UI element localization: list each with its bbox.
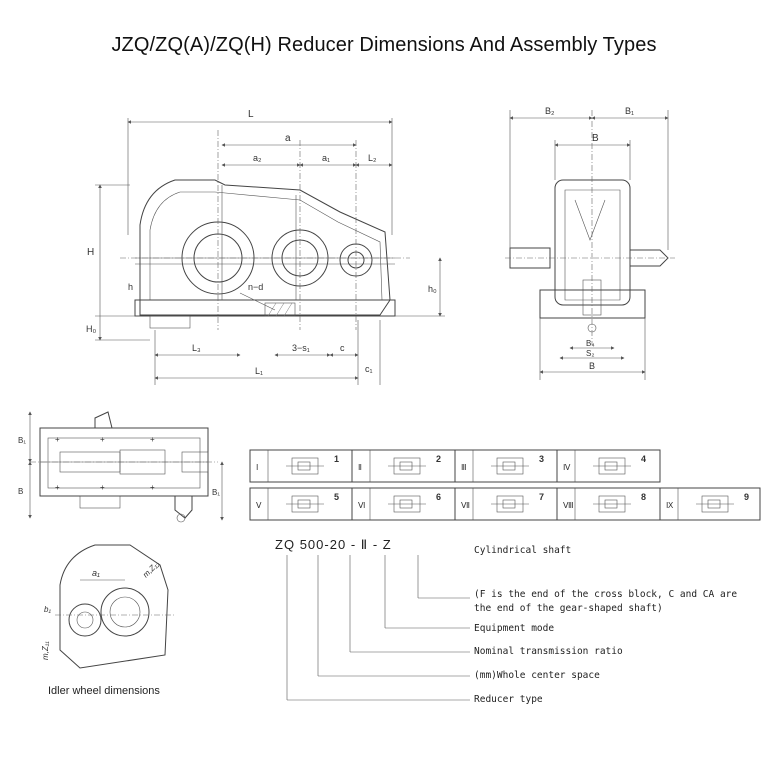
svg-text:+: + [100,483,105,492]
dim-c-label: c [340,343,345,353]
assembly-type-roman: Ⅵ [358,501,365,510]
legend-shaft-note-1: (F is the end of the cross block, C and … [474,589,738,600]
dim-a1-label: a₁ [322,153,330,163]
code-sep-1: - [350,537,357,552]
idler-housing [59,544,169,669]
assembly-type-number: 3 [539,454,544,464]
plan-view: + + + + + + B₁ B B₁ [18,411,224,523]
assembly-type-number: 1 [334,454,339,464]
legend-center-space: (mm)Whole center space [474,670,600,681]
assembly-type-cell: Ⅱ2 [358,450,441,482]
reducer-housing [139,179,391,316]
idler-wheel-drawing: a₁ m,Z₁₂ b₁ m,Z₁₁ [41,544,175,669]
assembly-type-roman: Ⅰ [256,463,258,472]
dim-3-s1-label: 3−s₁ [292,343,310,353]
dim-S2-label: S₂ [586,349,594,358]
assembly-type-cell: Ⅴ5 [256,488,339,520]
code-sep-2: - [372,537,379,552]
legend-cylindrical-shaft: Cylindrical shaft [474,545,572,556]
assembly-type-number: 6 [436,492,441,502]
assembly-type-roman: Ⅷ [563,501,574,510]
idler-mZ-top-label: m,Z₁₂ [141,559,161,579]
assembly-type-cell: Ⅵ6 [358,488,441,520]
assembly-type-cell: Ⅰ1 [256,450,339,482]
dim-B-bottom-label: B [589,361,595,371]
legend-shaft-note-2: the end of the gear-shaped shaft) [474,603,663,614]
assembly-type-number: 5 [334,492,339,502]
code-assembly: Ⅱ [360,537,369,552]
designation-leaders [286,555,470,701]
dim-plan-B1-right-label: B₁ [212,488,220,497]
dim-h-label: h [128,282,133,292]
dim-B4-label: B₄ [586,339,595,348]
dim-H0-label: H₀ [86,324,96,334]
assembly-type-cell: Ⅳ4 [563,450,646,482]
legend-reducer-type: Reducer type [474,694,543,705]
designation-code: ZQ 500-20 - Ⅱ - Z [275,537,392,553]
page-title: JZQ/ZQ(A)/ZQ(H) Reducer Dimensions And A… [111,34,657,56]
dim-a2-label: a₂ [253,153,262,163]
idler-large-gear [100,587,150,637]
dim-B-top-label: B [592,133,599,144]
assembly-type-number: 7 [539,492,544,502]
dim-a-label: a [285,133,291,144]
code-ratio: -20 [324,537,347,552]
assembly-type-roman: Ⅳ [563,463,571,472]
input-gear [339,243,373,277]
assembly-type-number: 9 [744,492,749,502]
idler-caption: Idler wheel dimensions [48,685,160,697]
svg-text:+: + [55,435,60,444]
dim-L1-label: L₁ [255,366,263,376]
svg-text:+: + [55,483,60,492]
svg-text:+: + [150,435,155,444]
side-view: B₂ B₁ B B₄ S₂ B [505,106,675,380]
assembly-type-roman: Ⅲ [461,463,467,472]
side-base [539,289,646,319]
dim-L2-label: L₂ [368,153,377,163]
svg-text:+: + [150,483,155,492]
code-center-space: 500 [299,537,325,552]
dim-plan-B-label: B [18,487,23,496]
side-housing [554,179,631,306]
dim-H-label: H [87,247,94,258]
dim-B2-label: B₂ [545,106,555,116]
dim-B1-label: B₁ [625,106,634,116]
dim-L-label: L [248,109,254,120]
idler-b1-label: b₁ [44,605,51,614]
assembly-type-number: 4 [641,454,646,464]
dim-plan-B1-label: B₁ [18,436,26,445]
idler-small-gear [68,603,102,637]
code-type: ZQ [275,537,296,552]
legend-equipment-mode: Equipment mode [474,623,555,634]
idler-a1-label: a₁ [92,568,100,578]
idler-mZ-bottom-label: m,Z₁₁ [41,641,50,660]
svg-text:+: + [100,435,105,444]
assembly-type-roman: Ⅱ [358,463,362,472]
front-view: L a a₂ a₁ L₂ H H₀ h h₀ n−d [86,109,445,385]
assembly-type-number: 2 [436,454,441,464]
dim-h0-label: h₀ [428,284,437,294]
assembly-type-roman: Ⅶ [461,501,470,510]
legend-transmission-ratio: Nominal transmission ratio [474,646,623,657]
assembly-type-cell: Ⅸ9 [666,488,749,520]
assembly-type-number: 8 [641,492,646,502]
dim-n-d-label: n−d [248,282,263,292]
dim-L3-label: L₃ [192,343,201,353]
dim-c1-label: c₁ [365,364,373,374]
assembly-type-roman: Ⅴ [256,501,262,510]
code-shaft: Z [382,537,392,552]
assembly-type-roman: Ⅸ [666,501,674,510]
